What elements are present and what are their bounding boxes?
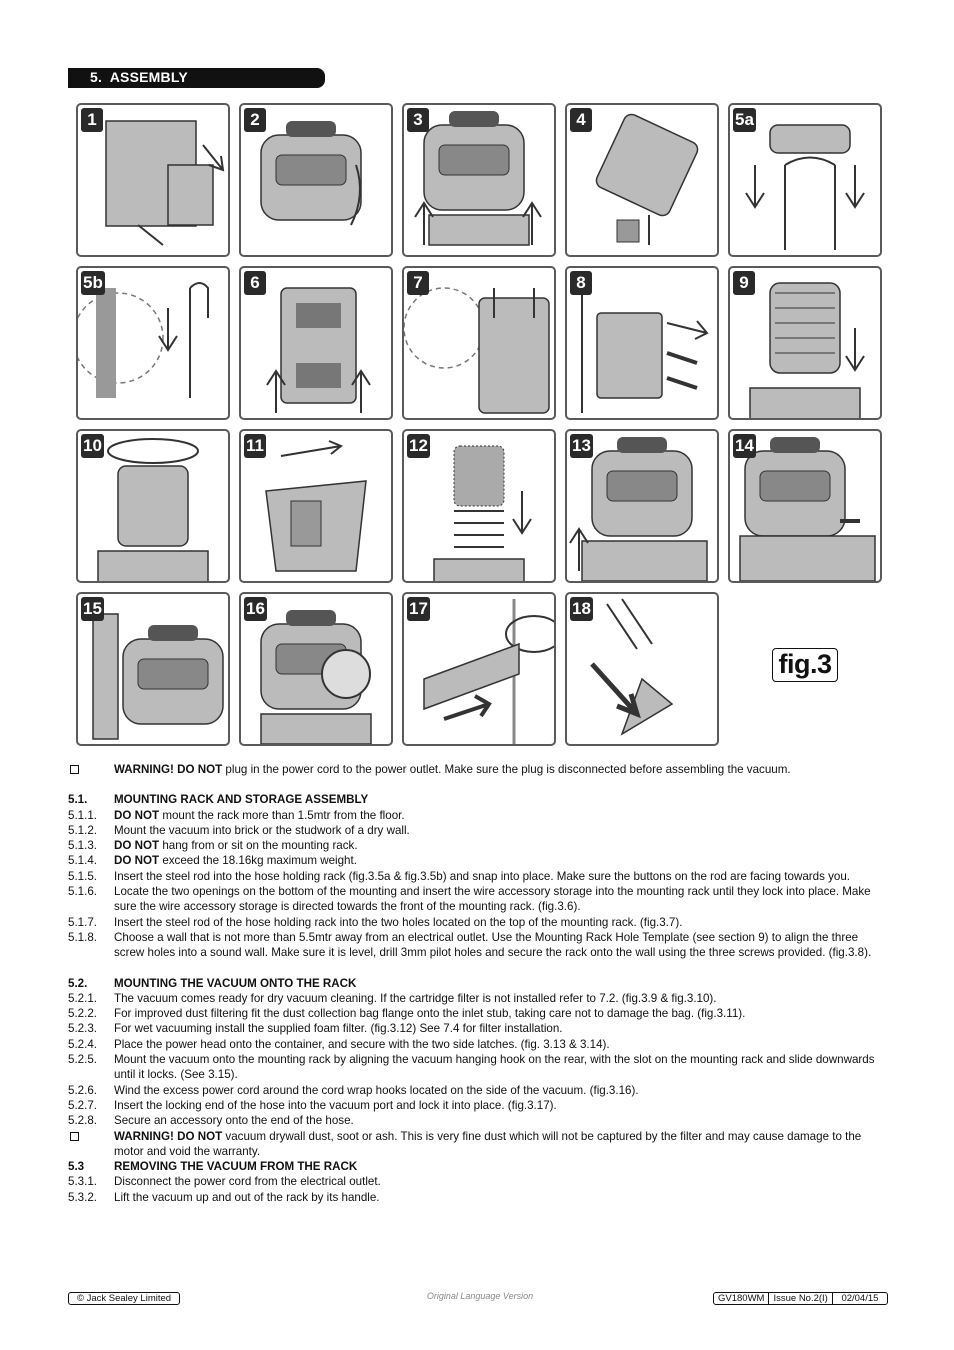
panel-number: 5b (81, 271, 105, 295)
panel-illustration (749, 282, 865, 418)
language-note: Original Language Version (426, 1291, 534, 1301)
figure-panel: 6 (239, 266, 393, 420)
section-heading: 5. ASSEMBLY (68, 68, 325, 88)
instruction-step: 5.2.5.Mount the vacuum onto the mounting… (68, 1053, 875, 1082)
checkbox-icon (70, 1131, 79, 1141)
instruction-step: 5.1.2.Mount the vacuum into brick or the… (68, 823, 410, 837)
instruction-step: 5.1.4.DO NOT exceed the 18.16kg maximum … (68, 854, 357, 868)
panel-number: 10 (81, 434, 104, 458)
subsection-heading: 5.2.MOUNTING THE VACUUM ONTO THE RACK (68, 976, 357, 990)
instruction-step: 5.2.1.The vacuum comes ready for dry vac… (68, 991, 717, 1005)
panel-number: 17 (407, 597, 430, 621)
figure-label: fig.3 (772, 648, 838, 682)
panel-illustration (78, 282, 209, 398)
figure-panel: 9 (728, 266, 882, 420)
panel-number: 3 (407, 108, 429, 132)
panel-illustration (745, 124, 865, 250)
instruction-step: 5.2.2.For improved dust filtering fit th… (68, 1007, 746, 1021)
panel-number: 14 (733, 434, 756, 458)
document-info-box: GV180WM Issue No.2(I) 02/04/15 (713, 1292, 888, 1305)
panel-number: 15 (81, 597, 104, 621)
panel-illustration (265, 440, 367, 572)
panel-number: 5a (733, 108, 756, 132)
figure-panel: 3 (402, 103, 556, 257)
instruction-step: 5.1.3.DO NOT hang from or sit on the mou… (68, 839, 358, 853)
instruction-step: 5.3.2.Lift the vacuum up and out of the … (68, 1190, 380, 1204)
panel-illustration (97, 438, 209, 581)
section-number: 5. (90, 69, 103, 85)
panel-illustration (581, 288, 709, 413)
instruction-step: 5.1.6.Locate the two openings on the bot… (68, 885, 871, 914)
figure-panel: 16 (239, 592, 393, 746)
figure-panel: 14 (728, 429, 882, 583)
instruction-step: 5.2.3.For wet vacuuming install the supp… (68, 1022, 563, 1036)
panel-illustration (260, 121, 362, 226)
instruction-step: 5.2.6.Wind the excess power cord around … (68, 1083, 639, 1097)
checkbox-icon (70, 765, 79, 774)
figure-panel: 8 (565, 266, 719, 420)
assembly-instructions: WARNING! DO NOT plug in the power cord t… (68, 762, 888, 1205)
figure-panel: 4 (565, 103, 719, 257)
issue-date: 02/04/15 (841, 1293, 879, 1304)
figure-panel: 12 (402, 429, 556, 583)
panel-number: 6 (244, 271, 266, 295)
instruction-step: 5.1.7.Insert the steel rod of the hose h… (68, 915, 683, 929)
subsection-heading: 5.1.MOUNTING RACK AND STORAGE ASSEMBLY (68, 793, 369, 807)
instruction-step: 5.3.1.Disconnect the power cord from the… (68, 1175, 381, 1189)
panel-illustration (595, 113, 699, 245)
copyright-box: © Jack Sealey Limited (68, 1292, 180, 1305)
figure-panel: 15 (76, 592, 230, 746)
figure-panel: 18 (565, 592, 719, 746)
issue-number: Issue No.2(I) (769, 1293, 833, 1304)
panel-number: 18 (570, 597, 593, 621)
panel-illustration (260, 610, 372, 744)
model-number: GV180WM (714, 1293, 770, 1304)
panel-illustration (423, 599, 554, 744)
figure-panel: 17 (402, 592, 556, 746)
panel-illustration (266, 287, 371, 413)
panel-number: 9 (733, 271, 755, 295)
warning-row: WARNING! DO NOT vacuum drywall dust, soo… (68, 1129, 888, 1160)
panel-illustration (92, 613, 224, 740)
panel-number: 13 (570, 434, 593, 458)
panel-illustration (590, 598, 674, 736)
panel-number: 16 (244, 597, 267, 621)
panel-illustration (404, 287, 550, 414)
section-title: ASSEMBLY (109, 69, 188, 85)
instruction-step: 5.1.5.Insert the steel rod into the hose… (68, 869, 851, 883)
instruction-step: 5.1.8.Choose a wall that is not more tha… (68, 930, 872, 960)
figure-panel: 5a (728, 103, 882, 257)
instruction-step: 5.2.8.Secure an accessory onto the end o… (68, 1114, 354, 1128)
figure-panel: 10 (76, 429, 230, 583)
panel-illustration (739, 437, 876, 581)
panel-number: 4 (570, 108, 592, 132)
panel-illustration (569, 437, 708, 581)
figure-panel: 2 (239, 103, 393, 257)
panel-illustration (414, 111, 542, 246)
instruction-step: 5.1.1.DO NOT mount the rack more than 1.… (68, 808, 405, 822)
instruction-step: 5.2.7.Insert the locking end of the hose… (68, 1098, 557, 1112)
instruction-step: 5.2.4.Place the power head onto the cont… (68, 1037, 610, 1051)
panel-number: 7 (407, 271, 429, 295)
figure-panel: 1 (76, 103, 230, 257)
figure-panel: 11 (239, 429, 393, 583)
panel-number: 1 (81, 108, 103, 132)
figure-panel: 5b (76, 266, 230, 420)
panel-illustration (433, 445, 532, 581)
panel-number: 2 (244, 108, 266, 132)
figure-panel: 7 (402, 266, 556, 420)
panel-illustration (105, 120, 225, 246)
figure-panel: 13 (565, 429, 719, 583)
warning-row: WARNING! DO NOT plug in the power cord t… (68, 762, 888, 777)
panel-number: 8 (570, 271, 592, 295)
panel-number: 12 (407, 434, 430, 458)
panel-number: 11 (244, 434, 266, 458)
